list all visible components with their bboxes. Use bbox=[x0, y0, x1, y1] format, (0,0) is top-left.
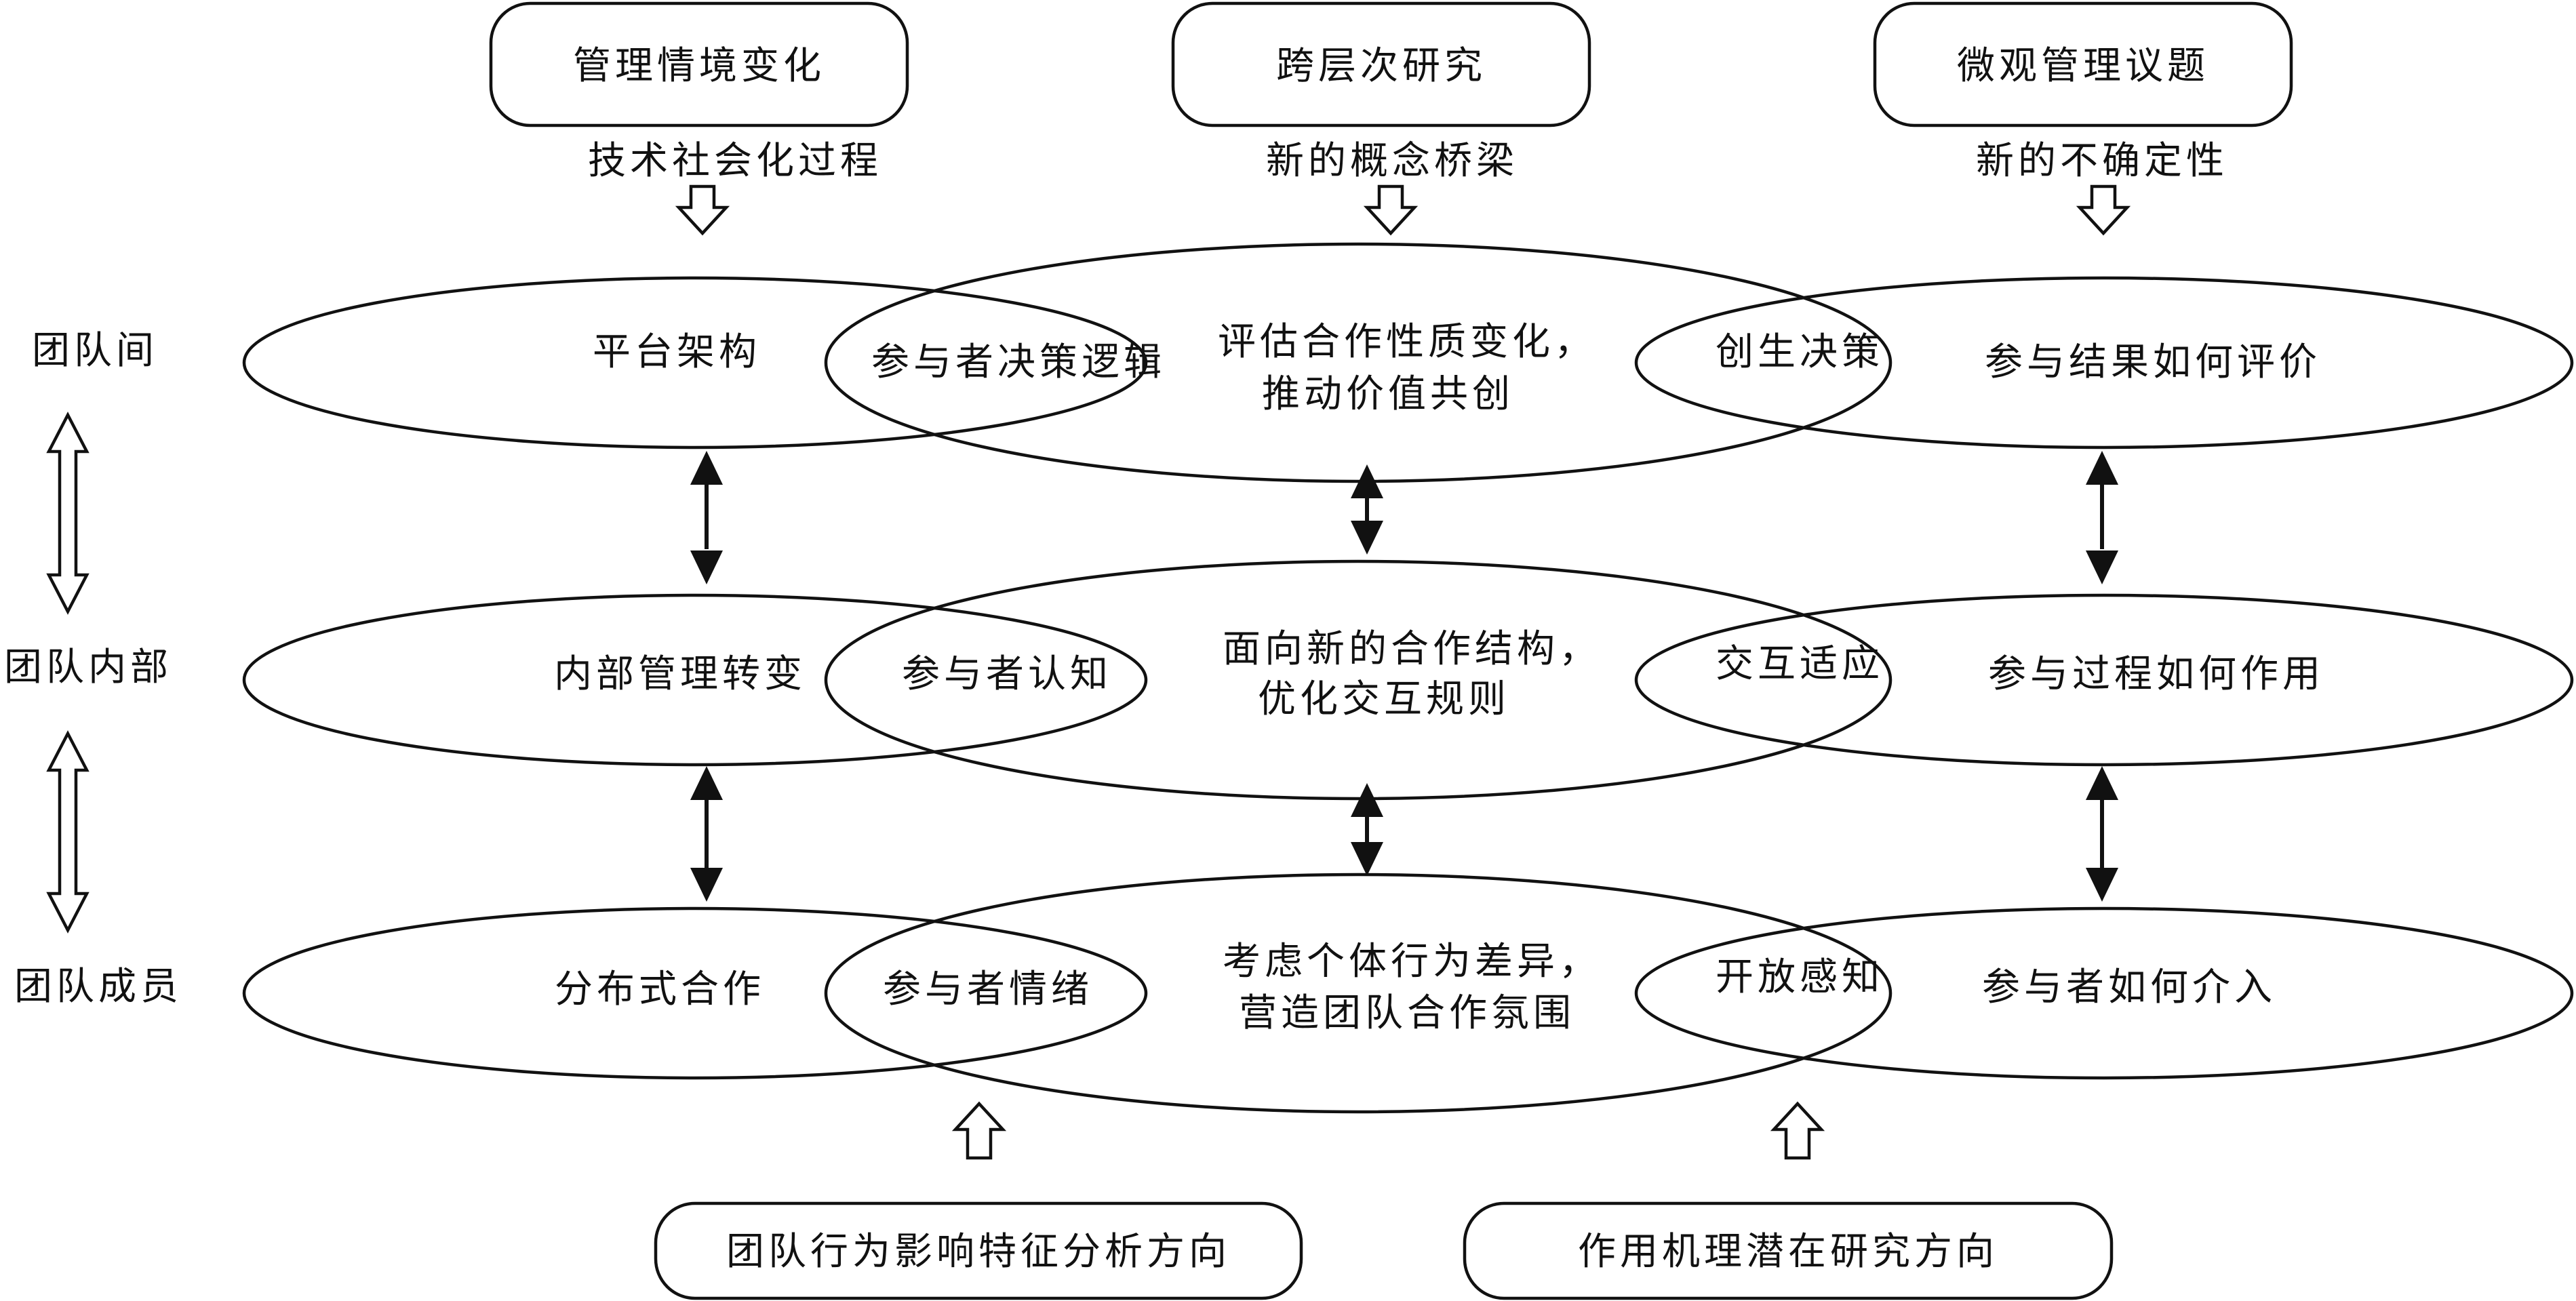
level-label-team-members: 团队成员 bbox=[14, 965, 182, 1009]
top-caption-tech-socialization: 技术社会化过程 bbox=[588, 139, 882, 183]
double-arrow-icon bbox=[1351, 464, 1383, 555]
top-caption-new-uncertainty: 新的不确定性 bbox=[1976, 139, 2228, 183]
row3-right-label: 参与者如何介入 bbox=[1982, 965, 2276, 1009]
double-arrow-icon bbox=[690, 451, 723, 584]
top-box-cross-level bbox=[1171, 1, 1591, 127]
row1-left-label: 平台架构 bbox=[593, 330, 761, 374]
row2-left-label: 内部管理转变 bbox=[554, 652, 806, 696]
bottom-box-mechanism-research bbox=[1463, 1201, 2114, 1300]
double-arrow-icon bbox=[2086, 451, 2118, 584]
row1-right-label: 参与结果如何评价 bbox=[1985, 340, 2321, 384]
ellipse-row3-left bbox=[242, 906, 1148, 1080]
ellipse-row3-right bbox=[1634, 906, 2574, 1080]
ellipse-row2-center bbox=[824, 559, 1893, 801]
vertical-double-arrow-icon bbox=[46, 412, 90, 615]
row2-overlap-right-label: 交互适应 bbox=[1716, 642, 1884, 686]
up-arrow-icon bbox=[1770, 1101, 1825, 1160]
row3-left-label: 分布式合作 bbox=[555, 967, 765, 1012]
up-arrow-icon bbox=[951, 1101, 1007, 1160]
bottom-box-mechanism-research-label: 作用机理潜在研究方向 bbox=[1578, 1230, 1998, 1274]
row1-center-line2: 推动价值共创 bbox=[1262, 372, 1514, 416]
ellipse-row2-right bbox=[1634, 593, 2574, 767]
row3-center-line1: 考虑个体行为差异， bbox=[1223, 940, 1601, 984]
ellipse-row2-left bbox=[242, 593, 1148, 767]
ellipse-row1-center bbox=[824, 242, 1893, 483]
row2-right-label: 参与过程如何作用 bbox=[1988, 652, 2324, 696]
down-arrow-icon bbox=[1363, 184, 1419, 236]
ellipse-row1-right bbox=[1634, 276, 2574, 449]
top-caption-concept-bridge: 新的概念桥梁 bbox=[1266, 139, 1518, 183]
down-arrow-icon bbox=[675, 184, 730, 236]
row3-overlap-right-label: 开放感知 bbox=[1716, 955, 1884, 999]
bottom-box-behavior-analysis bbox=[654, 1201, 1303, 1300]
down-arrow-icon bbox=[2076, 184, 2131, 236]
top-box-micro-issues bbox=[1873, 1, 2293, 127]
level-label-between-teams: 团队间 bbox=[32, 329, 158, 373]
double-arrow-icon bbox=[690, 766, 723, 902]
ellipse-row1-left bbox=[242, 276, 1148, 449]
double-arrow-icon bbox=[1351, 783, 1383, 876]
top-box-context-change bbox=[489, 1, 909, 127]
row2-center-line1: 面向新的合作结构， bbox=[1223, 627, 1601, 671]
row1-center-line1: 评估合作性质变化， bbox=[1218, 320, 1596, 364]
row3-overlap-left-label: 参与者情绪 bbox=[883, 967, 1093, 1012]
bottom-box-behavior-analysis-label: 团队行为影响特征分析方向 bbox=[726, 1230, 1231, 1274]
level-label-within-team: 团队内部 bbox=[4, 645, 172, 689]
top-box-cross-level-label: 跨层次研究 bbox=[1276, 44, 1486, 88]
row2-center-line2: 优化交互规则 bbox=[1258, 677, 1510, 721]
top-box-context-change-label: 管理情境变化 bbox=[573, 44, 825, 88]
vertical-double-arrow-icon bbox=[46, 730, 90, 934]
row1-overlap-left-label: 参与者决策逻辑 bbox=[871, 340, 1166, 384]
row2-overlap-left-label: 参与者认知 bbox=[902, 652, 1112, 696]
ellipse-row3-center bbox=[824, 873, 1893, 1114]
top-box-micro-issues-label: 微观管理议题 bbox=[1957, 44, 2209, 88]
row3-center-line2: 营造团队合作氛围 bbox=[1239, 991, 1575, 1035]
double-arrow-icon bbox=[2086, 766, 2118, 902]
row1-overlap-right-label: 创生决策 bbox=[1716, 330, 1884, 374]
